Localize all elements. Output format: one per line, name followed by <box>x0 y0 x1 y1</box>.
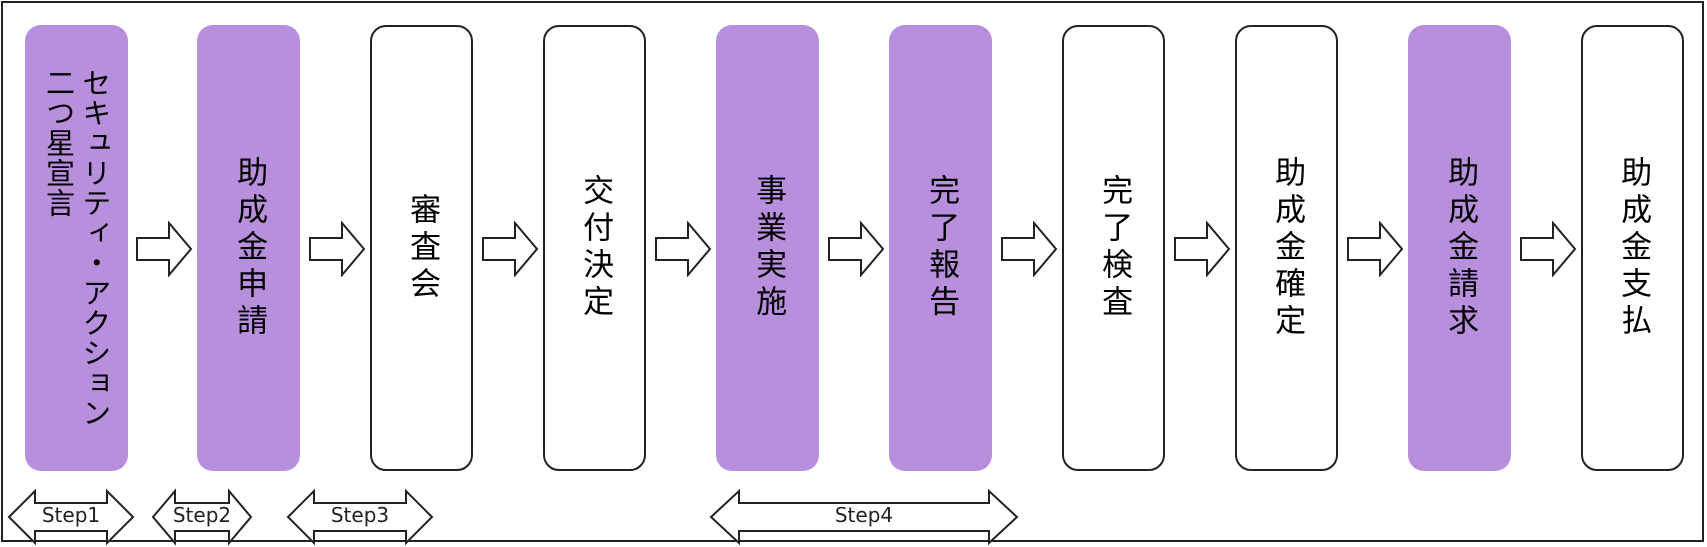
process-label: 助成金申請 <box>231 155 268 341</box>
step2-double-arrow-icon <box>151 488 253 546</box>
process-box-security-action: セキュリティ・アクション 二つ星宣言 <box>25 25 128 471</box>
flow-arrow-icon <box>1347 221 1404 277</box>
process-label: 交付決定 <box>577 174 614 322</box>
process-label: 助成金支払 <box>1615 155 1652 341</box>
step1-label: Step1 <box>41 503 101 527</box>
step3-double-arrow-icon <box>286 488 434 546</box>
flow-arrow-icon <box>828 221 885 277</box>
process-box-grant-request: 助成金請求 <box>1408 25 1511 471</box>
step4-double-arrow-icon <box>709 488 1019 546</box>
flow-arrow-icon <box>1520 221 1577 277</box>
flow-arrow-icon <box>309 221 366 277</box>
step3-label: Step3 <box>330 503 390 527</box>
step1-double-arrow-icon <box>7 488 135 546</box>
flow-arrow-icon <box>1001 221 1058 277</box>
process-box-grant-confirmation: 助成金確定 <box>1235 25 1338 471</box>
process-label: 完了検査 <box>1096 174 1133 322</box>
process-box-grant-payment: 助成金支払 <box>1581 25 1684 471</box>
process-label: セキュリティ・アクション 二つ星宣言 <box>41 68 112 428</box>
process-label: 完了報告 <box>923 174 960 322</box>
process-box-review-meeting: 審査会 <box>370 25 473 471</box>
process-box-grant-decision: 交付決定 <box>543 25 646 471</box>
process-box-completion-inspection: 完了検査 <box>1062 25 1165 471</box>
process-box-completion-report: 完了報告 <box>889 25 992 471</box>
step4-label: Step4 <box>834 503 894 527</box>
process-label: 審査会 <box>404 192 441 304</box>
flow-arrow-icon <box>1174 221 1231 277</box>
process-label: 助成金確定 <box>1269 155 1306 341</box>
flow-arrow-icon <box>136 221 193 277</box>
process-box-project-implementation: 事業実施 <box>716 25 819 471</box>
flow-arrow-icon <box>482 221 539 277</box>
process-box-grant-application: 助成金申請 <box>197 25 300 471</box>
flow-arrow-icon <box>655 221 712 277</box>
process-label: 助成金請求 <box>1442 155 1479 341</box>
process-label: 事業実施 <box>750 174 787 322</box>
step2-label: Step2 <box>172 503 232 527</box>
